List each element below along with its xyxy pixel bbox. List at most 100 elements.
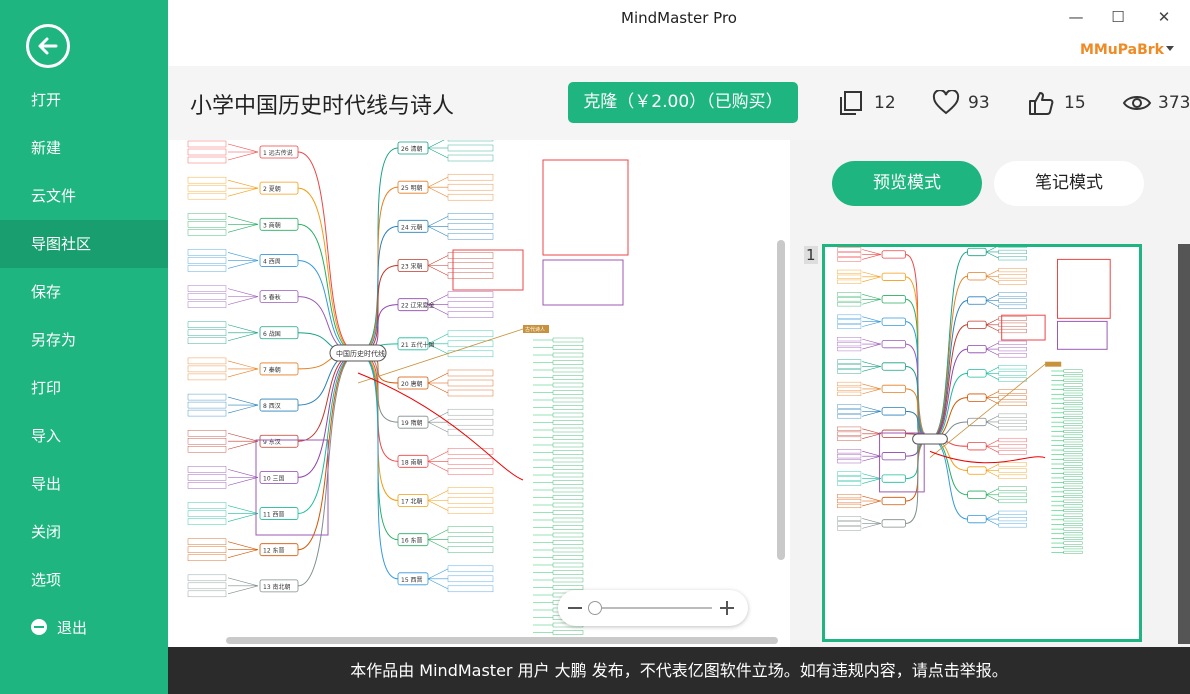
poet-node [552, 352, 584, 358]
leaf-node [837, 279, 862, 284]
close-button[interactable]: ✕ [1157, 8, 1171, 26]
sidebar-item-print[interactable]: 打印 [31, 379, 62, 397]
clone-button[interactable]: 克隆（￥2.00）（已购买） [568, 82, 798, 123]
sidebar-item-save[interactable]: 保存 [31, 283, 62, 301]
branch-label: 20 唐朝 [401, 380, 423, 388]
zoom-slider-handle[interactable] [588, 601, 602, 615]
panel-scrollbar[interactable] [1178, 244, 1190, 644]
branch-node [881, 474, 907, 483]
leaf-node [447, 144, 494, 152]
leaf-node [187, 482, 227, 489]
sidebar-item-export[interactable]: 导出 [31, 475, 62, 493]
leaf-node [998, 256, 1027, 261]
sidebar-item-options[interactable]: 选项 [31, 571, 62, 589]
zoom-out-icon[interactable] [568, 607, 582, 609]
branch-label: 13 南北朝 [263, 583, 291, 591]
branch-line [297, 151, 359, 354]
leaf-line [227, 288, 259, 297]
poet-node [1063, 434, 1083, 438]
branch-label: 9 东汉 [263, 438, 281, 446]
sidebar-item-save-as[interactable]: 另存为 [31, 331, 77, 349]
callout-label: 古代诗人 [525, 326, 545, 333]
poet-node [552, 405, 584, 410]
branch-node [881, 496, 907, 506]
branch-label: 22 辽宋夏金 [401, 302, 435, 310]
branch-label: 18 南朝 [401, 458, 423, 466]
leaf-node [187, 337, 227, 344]
back-arrow-icon[interactable] [26, 24, 70, 68]
preview-mode-button[interactable]: 预览模式 [832, 161, 982, 206]
poet-node [552, 517, 584, 523]
poet-node [1063, 402, 1083, 405]
branch-label: 11 西晋 [263, 512, 285, 519]
sidebar-item-exit[interactable]: 退出 [0, 604, 168, 652]
page-thumbnail[interactable] [822, 244, 1142, 642]
leaf-node [998, 247, 1027, 248]
leaf-line [862, 518, 881, 524]
leaf-line [986, 275, 999, 283]
leaf-line [227, 404, 259, 414]
leaf-node [837, 274, 862, 279]
poet-node [1063, 457, 1083, 461]
leaf-node [447, 272, 494, 279]
leaf-line [427, 539, 449, 550]
poet-node [552, 510, 584, 515]
sidebar-menu: 打开 新建 云文件 导图社区 保存 另存为 打印 导入 导出 关闭 选项 退出 [0, 76, 168, 652]
sidebar-item-new[interactable]: 新建 [31, 139, 62, 157]
vertical-scrollbar[interactable] [777, 240, 785, 560]
branch-node [259, 507, 299, 520]
poet-node [552, 360, 584, 365]
leaf-node [998, 353, 1027, 358]
leaf-line [227, 143, 259, 153]
leaf-line [986, 415, 999, 423]
sidebar-item-open[interactable]: 打开 [31, 91, 62, 109]
sidebar-item-import[interactable]: 导入 [31, 427, 62, 445]
leaf-node [187, 357, 227, 365]
leaf-line [227, 440, 259, 450]
poet-node [1063, 481, 1083, 485]
leaf-node [837, 476, 862, 481]
leaf-node [447, 340, 494, 348]
branch-line [929, 438, 968, 496]
leaf-node [187, 554, 227, 561]
thumbs-up-icon [1029, 92, 1054, 115]
sidebar-item-community[interactable]: 导图社区 [0, 220, 168, 268]
leaf-node [837, 297, 862, 302]
poet-node [552, 465, 584, 470]
leaf-line [227, 252, 259, 261]
user-name[interactable]: MMuPaBrk [1079, 42, 1164, 58]
leaf-line [227, 477, 259, 486]
leaf-node [447, 428, 494, 436]
branch-label: 26 清朝 [401, 145, 423, 153]
poet-node [552, 480, 584, 485]
notes-mode-button[interactable]: 笔记模式 [994, 161, 1144, 206]
leaf-line [427, 333, 449, 345]
zoom-in-icon[interactable] [720, 601, 734, 615]
leaf-node [447, 173, 494, 181]
leaf-node [998, 377, 1027, 382]
sidebar-item-cloud[interactable]: 云文件 [31, 187, 77, 205]
horizontal-scrollbar[interactable] [226, 637, 778, 644]
leaf-line [862, 455, 881, 462]
leaf-node [998, 523, 1027, 528]
leaf-node [837, 342, 862, 347]
zoom-slider[interactable] [592, 607, 712, 609]
leaf-node [998, 304, 1027, 309]
branch-label: 17 北朝 [401, 498, 423, 506]
maximize-button[interactable]: ☐ [1111, 8, 1125, 26]
leaf-node [998, 274, 1027, 279]
sidebar-item-close[interactable]: 关闭 [31, 523, 62, 541]
leaf-node [447, 536, 494, 543]
report-notice[interactable]: 本作品由 MindMaster 用户 大鹏 发布，不代表亿图软件立场。如有违规内… [168, 647, 1190, 694]
minimize-button[interactable]: — [1068, 8, 1084, 26]
chevron-down-icon[interactable] [1166, 46, 1174, 51]
leaf-line [986, 373, 999, 380]
poet-node [1063, 536, 1083, 540]
leaf-node [447, 223, 494, 230]
leaf-line [986, 366, 999, 374]
leaf-line [862, 473, 881, 479]
leaf-line [986, 421, 999, 429]
branch-label: 5 春秋 [263, 294, 281, 302]
poet-node [552, 427, 584, 433]
